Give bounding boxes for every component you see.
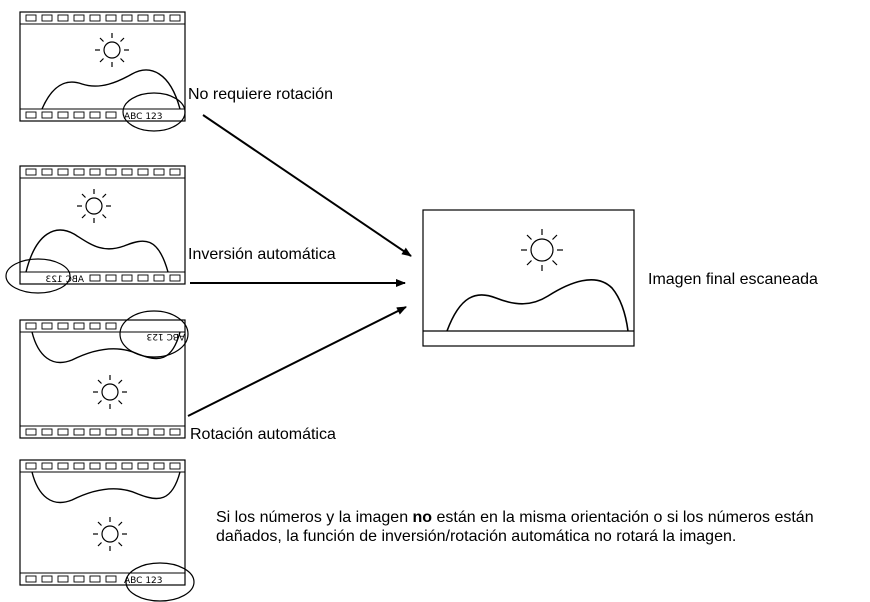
note-emphasis: no [412,509,433,526]
arrow-no-rotation [202,114,412,257]
code-highlight-ellipse [125,562,195,602]
label-auto-rotation: Rotación automática [190,426,336,443]
hill-shape [446,279,629,332]
sun-icon [95,33,129,67]
sun-icon [77,189,111,223]
arrow-auto-rotation [187,306,407,417]
hill-shape [25,229,169,273]
code-highlight-ellipse [5,258,71,294]
film-code-3: ABC 123 [147,331,186,341]
label-final-image: Imagen final escaneada [648,271,818,288]
hill-shape [31,331,181,364]
film-code-2: ABC 123 [46,275,85,285]
hill-shape [31,471,181,504]
code-highlight-ellipse [119,310,189,358]
code-highlight-ellipse [122,92,186,132]
sun-icon [93,375,127,409]
label-no-rotation: No requiere rotación [188,86,333,103]
sun-icon [93,517,127,551]
sun-icon [521,229,563,271]
final-image-frame [422,209,635,347]
film-frame-rotated: ABC 123 [19,319,186,439]
label-auto-inversion: Inversión automática [188,246,336,263]
note-line-1: Si los números y la imagen no están en l… [216,508,814,527]
film-frame-mirrored: ABC 123 [19,165,186,285]
note-line-2: dañados, la función de inversión/rotació… [216,528,737,545]
film-frame-mismatched: ABC 123 [19,459,186,586]
hill-shape [41,69,181,110]
film-code-1: ABC 123 [124,112,163,122]
film-code-4: ABC 123 [124,576,163,586]
warning-note: Si los números y la imagen no están en l… [216,508,814,546]
note-line-1-after: están en la misma orientación o si los n… [432,509,814,526]
note-line-1-before: Si los números y la imagen [216,509,413,526]
film-frame-upright: ABC 123 [19,11,186,122]
